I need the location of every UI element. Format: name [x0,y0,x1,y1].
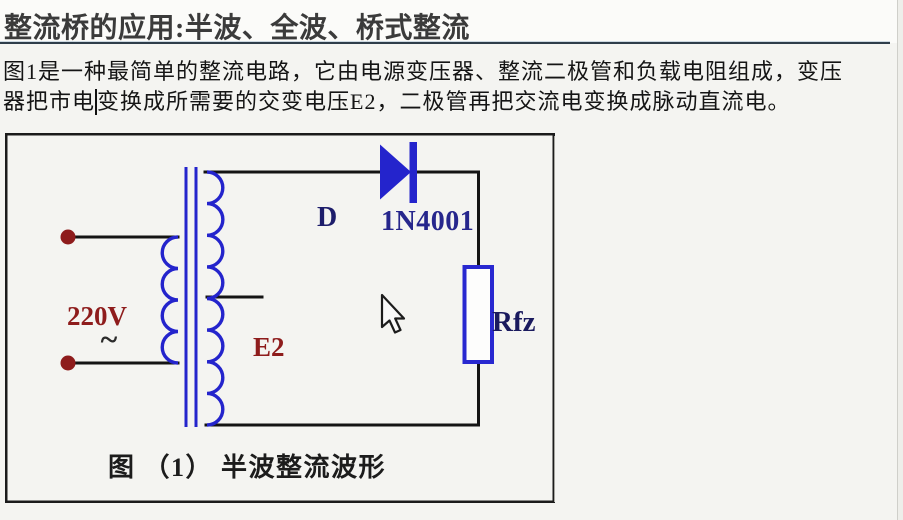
transformer-core [184,167,198,427]
cursor-arrow-icon [380,293,406,334]
load-resistor-label: Rfz [492,306,536,338]
body-text-line2: 器把市电变换成所需要的交变电压E2，二极管再把交流电变换成脉动直流电。 [3,87,898,117]
input-terminal-bottom [60,355,76,371]
diode-anode-triangle [380,144,411,200]
ac-symbol: ~ [100,321,118,357]
title-divider [0,41,890,44]
mouse-cursor [380,293,406,334]
body-line2-after-caret: 变换成所需要的交变电压E2，二极管再把交流电变换成脉动直流电。 [97,89,791,114]
primary-voltage-label: 220V [67,301,127,331]
secondary-voltage-label: E2 [253,332,285,362]
body-line2-before-caret: 器把市电 [3,89,96,114]
circuit-graphics [5,133,555,503]
figure-caption: 图 （1） 半波整流波形 [108,453,387,482]
diode-designator-label: D [317,202,338,233]
input-terminal-top [60,229,76,245]
figure-border-shadow [554,136,555,502]
figure-border [5,133,555,503]
screen-right-strip [898,0,903,520]
title-band: 整流桥的应用:半波、全波、桥式整流 [0,0,903,44]
body-text-line1: 图1是一种最简单的整流电路，它由电源变压器、整流二极管和负载电阻组成，变压 [3,57,898,87]
transformer-primary-coil [160,235,179,365]
circuit-diagram: 220V ~ E2 D 1N4001 Rfz 图 （1） 半波整流波形 [5,133,555,503]
body-text-area[interactable]: 图1是一种最简单的整流电路，它由电源变压器、整流二极管和负载电阻组成，变压 器把… [3,57,898,117]
transformer-secondary-coil [206,170,225,427]
text-caret [95,89,98,115]
circuit-wires [73,170,480,427]
diode-model-label: 1N4001 [381,206,475,237]
diode-symbol [380,142,417,203]
diode-cathode-bar [409,142,417,203]
resistor-symbol [462,265,494,364]
screen-right-edge [897,0,898,520]
page-title: 整流桥的应用:半波、全波、桥式整流 [4,13,470,44]
body-line1-text: 图1是一种最简单的整流电路，它由电源变压器、整流二极管和负载电阻组成，变压 [3,59,844,84]
